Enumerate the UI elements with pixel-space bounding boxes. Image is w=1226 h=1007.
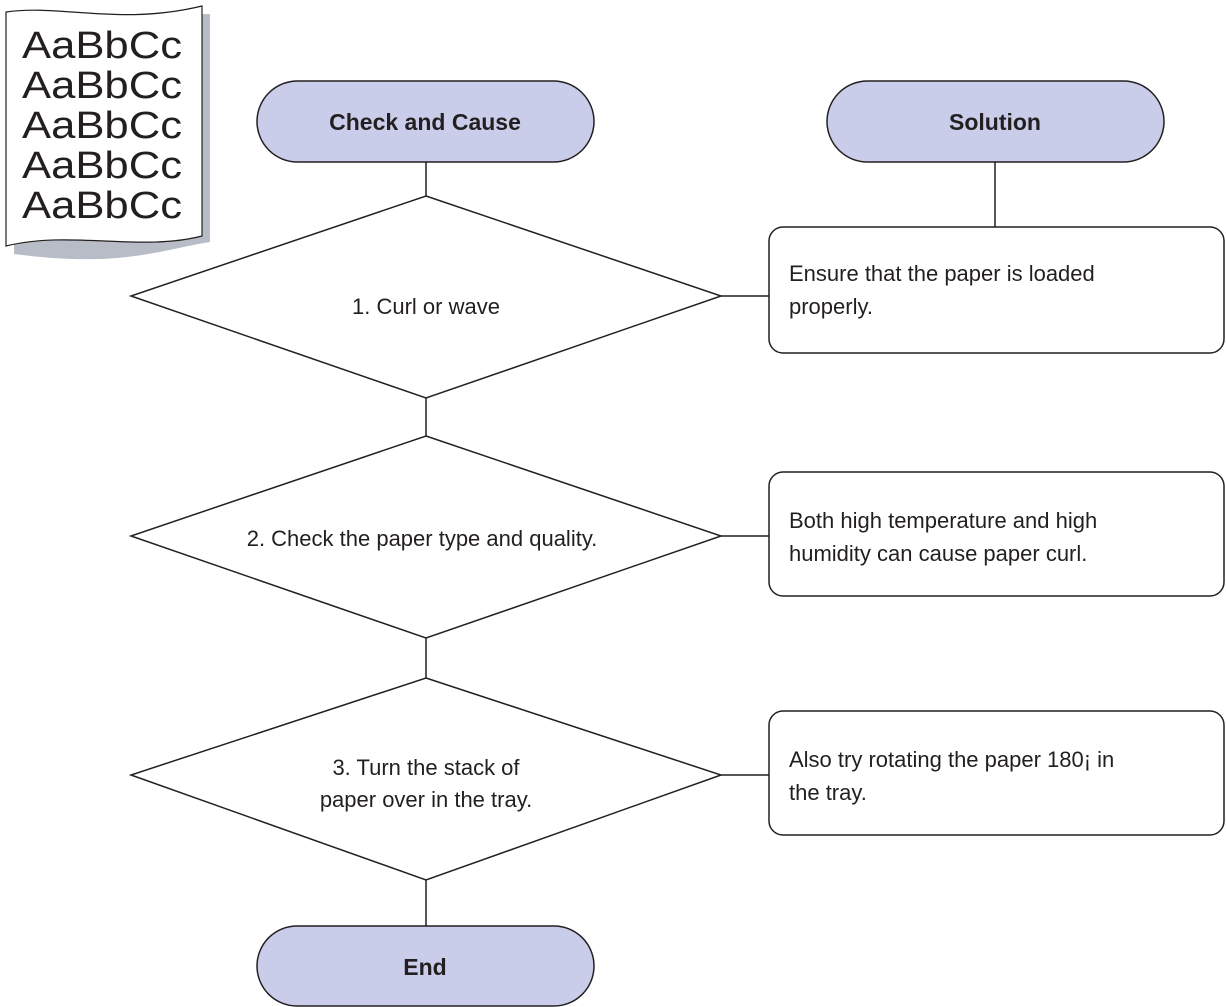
sample-text-line: AaBbCc xyxy=(22,25,182,67)
decision-step-3: 3. Turn the stack of paper over in the t… xyxy=(128,677,724,881)
terminal-label: Solution xyxy=(949,109,1041,135)
connectors xyxy=(425,162,996,926)
terminal-label: End xyxy=(403,954,446,980)
solution-text-line: Both high temperature and high xyxy=(789,508,1097,533)
decision-step-1: 1. Curl or wave xyxy=(128,195,724,399)
sample-text-line: AaBbCc xyxy=(22,185,182,227)
decision-label: 2. Check the paper type and quality. xyxy=(247,526,598,551)
terminal-solution: Solution xyxy=(826,80,1165,163)
solution-text-line: humidity can cause paper curl. xyxy=(789,541,1087,566)
solution-text-line: properly. xyxy=(789,294,873,319)
terminal-label: Check and Cause xyxy=(329,109,521,135)
sample-text-line: AaBbCc xyxy=(22,145,182,187)
decision-step-2: 2. Check the paper type and quality. xyxy=(128,435,724,639)
solution-text-line: the tray. xyxy=(789,780,867,805)
paper-sheet xyxy=(5,5,203,247)
terminal-end: End xyxy=(256,925,595,1007)
decision-label: paper over in the tray. xyxy=(320,787,532,812)
curled-paper-icon: AaBbCc AaBbCc AaBbCc AaBbCc AaBbCc xyxy=(5,5,210,260)
solution-box-2: Both high temperature and high humidity … xyxy=(768,471,1225,597)
sample-text-line: AaBbCc xyxy=(22,105,182,147)
decision-label: 3. Turn the stack of xyxy=(332,755,520,780)
solution-text-line: Also try rotating the paper 180¡ in xyxy=(789,747,1114,772)
decision-label: 1. Curl or wave xyxy=(352,294,500,319)
sample-text-line: AaBbCc xyxy=(22,65,182,107)
solution-box-1: Ensure that the paper is loaded properly… xyxy=(768,226,1225,354)
terminal-check-and-cause: Check and Cause xyxy=(256,80,595,163)
solution-box-3: Also try rotating the paper 180¡ in the … xyxy=(768,710,1225,836)
solution-text-line: Ensure that the paper is loaded xyxy=(789,261,1095,286)
